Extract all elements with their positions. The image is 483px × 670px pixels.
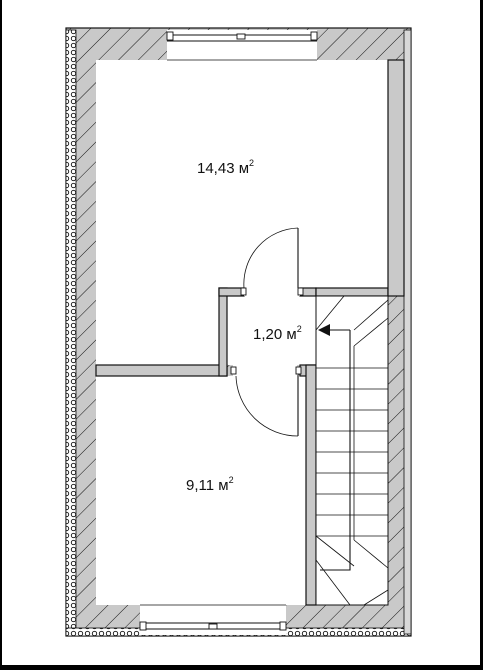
area-labels: 14,43 м2 1,20 м2 9,11 м2 bbox=[186, 158, 302, 494]
top-window bbox=[166, 30, 318, 61]
upper-room-area-label: 14,43 м2 bbox=[197, 158, 254, 177]
lower-room-area-label: 9,11 м2 bbox=[186, 475, 234, 494]
insulation-strip-left bbox=[65, 29, 77, 635]
hall-area-label: 1,20 м2 bbox=[253, 324, 302, 343]
bottom-window bbox=[139, 604, 287, 635]
lower-room-floor bbox=[96, 376, 306, 605]
hall-floor bbox=[227, 296, 317, 365]
door-lower bbox=[230, 365, 302, 437]
stair-direction-arrow bbox=[318, 324, 330, 336]
stair-walk-line bbox=[320, 330, 351, 571]
door-upper bbox=[240, 227, 304, 296]
staircase bbox=[315, 295, 389, 606]
upper-room-floor bbox=[96, 60, 388, 365]
